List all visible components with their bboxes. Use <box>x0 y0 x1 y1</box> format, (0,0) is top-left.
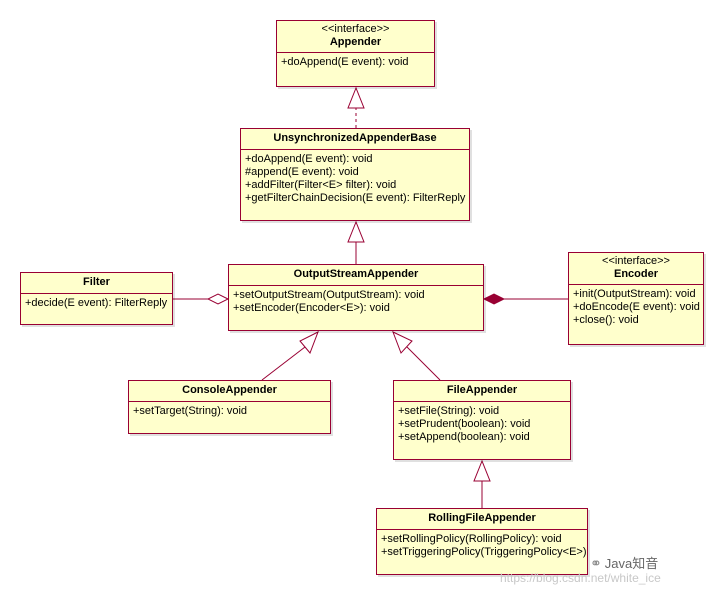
class-header: <<interface>> Encoder <box>569 253 703 285</box>
operations-list: +setTarget(String): void <box>129 402 330 421</box>
operation: +setPrudent(boolean): void <box>398 418 531 430</box>
operations-list: +decide(E event): FilterReply <box>21 294 172 313</box>
class-file-appender: FileAppender +setFile(String): void +set… <box>393 380 571 460</box>
stereotype-label: <<interface>> <box>602 255 670 267</box>
composition-diamond <box>482 293 506 305</box>
class-name: UnsynchronizedAppenderBase <box>273 132 437 144</box>
operation: #append(E event): void <box>245 166 359 178</box>
class-rolling-file-appender: RollingFileAppender +setRollingPolicy(Ro… <box>376 508 588 575</box>
class-header: RollingFileAppender <box>377 509 587 530</box>
operation: +addFilter(Filter<E> filter): void <box>245 179 397 191</box>
class-unsynchronized-appender-base: UnsynchronizedAppenderBase +doAppend(E e… <box>240 128 470 221</box>
operation: +setFile(String): void <box>398 405 500 417</box>
operations-list: +init(OutputStream): void +doEncode(E ev… <box>569 285 703 330</box>
generalization-edge-console <box>261 346 306 381</box>
class-name: RollingFileAppender <box>428 512 536 524</box>
class-header: ConsoleAppender <box>129 381 330 402</box>
operations-list: +setOutputStream(OutputStream): void +se… <box>229 286 483 318</box>
operations-list: +setFile(String): void +setPrudent(boole… <box>394 402 570 447</box>
operation: +close(): void <box>573 314 639 326</box>
class-output-stream-appender: OutputStreamAppender +setOutputStream(Ou… <box>228 264 484 331</box>
operation: +setEncoder(Encoder<E>): void <box>233 302 390 314</box>
class-name: Encoder <box>613 268 658 280</box>
operation: +decide(E event): FilterReply <box>25 297 168 309</box>
operation: +setAppend(boolean): void <box>398 431 530 443</box>
class-header: OutputStreamAppender <box>229 265 483 286</box>
class-name: OutputStreamAppender <box>293 268 419 280</box>
operation: +setTriggeringPolicy(TriggeringPolicy<E>… <box>381 546 587 558</box>
watermark-brand: ⚭Java知音 <box>590 553 658 572</box>
generalization-arrowhead-file <box>392 331 413 354</box>
watermark-url: https://blog.csdn.net/white_ice <box>500 571 661 585</box>
operations-list: +doAppend(E event): void #append(E event… <box>241 150 469 208</box>
wechat-icon: ⚭ <box>590 555 602 571</box>
class-name: ConsoleAppender <box>182 384 277 396</box>
operation: +doAppend(E event): void <box>245 153 373 165</box>
class-name: Filter <box>83 276 110 288</box>
class-header: Filter <box>21 273 172 294</box>
operation: +doAppend(E event): void <box>281 56 409 68</box>
operation: +setOutputStream(OutputStream): void <box>233 289 425 301</box>
class-header: <<interface>> Appender <box>277 21 434 53</box>
watermark-brand-text: Java知音 <box>604 556 659 571</box>
generalization-arrowhead-rolling <box>473 459 491 482</box>
class-name: FileAppender <box>446 384 518 396</box>
stereotype-label: <<interface>> <box>321 23 390 35</box>
generalization-arrowhead-console <box>299 330 319 354</box>
aggregation-diamond <box>206 293 230 305</box>
operations-list: +doAppend(E event): void <box>277 53 434 72</box>
operation: +getFilterChainDecision(E event): Filter… <box>245 192 466 204</box>
generalization-arrowhead-output <box>347 220 365 243</box>
operations-list: +setRollingPolicy(RollingPolicy): void +… <box>377 530 587 562</box>
class-appender: <<interface>> Appender +doAppend(E event… <box>276 20 435 87</box>
class-header: UnsynchronizedAppenderBase <box>241 129 469 150</box>
operation: +init(OutputStream): void <box>573 288 696 300</box>
class-name: Appender <box>329 36 382 48</box>
realization-arrowhead <box>347 86 365 109</box>
operation: +setRollingPolicy(RollingPolicy): void <box>381 533 562 545</box>
class-console-appender: ConsoleAppender +setTarget(String): void <box>128 380 331 434</box>
class-encoder: <<interface>> Encoder +init(OutputStream… <box>568 252 704 345</box>
generalization-edge-file <box>406 346 441 381</box>
operation: +doEncode(E event): void <box>573 301 700 313</box>
class-filter: Filter +decide(E event): FilterReply <box>20 272 173 325</box>
class-header: FileAppender <box>394 381 570 402</box>
operation: +setTarget(String): void <box>133 405 248 417</box>
